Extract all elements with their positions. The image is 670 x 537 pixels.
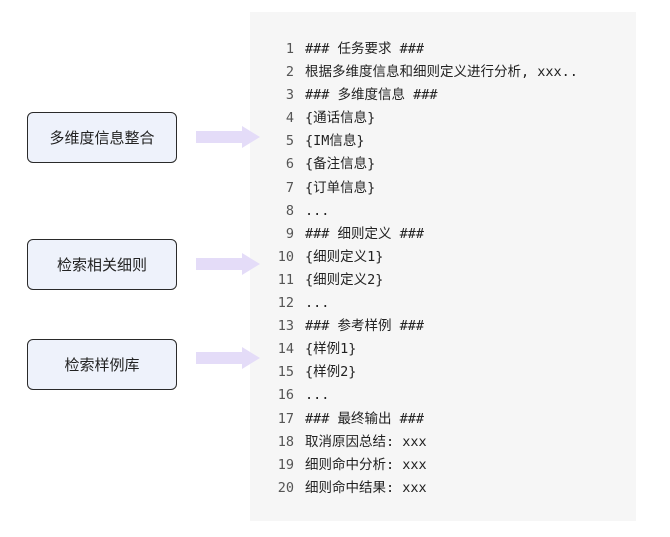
box-label: 检索相关细则 [56,256,147,274]
code-line: 3 ### 多维度信息 ### [270,84,578,107]
line-text: {订单信息} [305,179,376,196]
code-line: 8... [270,200,578,223]
arrow-right-icon [196,347,260,369]
retrieve-examples-box: 检索样例库 [27,339,177,390]
prompt-code-panel: 1 ### 任务要求 ### 2 根据多维度信息和细则定义进行分析, xxx.. 3 ##… [250,12,636,521]
line-number: 9 [285,225,294,242]
code-line: 11 {细则定义2} [270,269,578,292]
line-number: 18 [277,433,294,450]
line-number: 11 [277,271,294,288]
line-text: {细则定义1} [305,248,384,265]
line-text: 细则命中分析: xxx [305,456,427,473]
line-text: {细则定义2} [305,271,384,288]
code-line: 18 取消原因总结: xxx [270,431,578,454]
line-text: {通话信息} [305,110,376,127]
line-text: {样例1} [305,341,357,358]
line-number: 4 [285,110,294,127]
code-line: 4 {通话信息} [270,107,578,130]
line-text: 取消原因总结: xxx [305,433,427,450]
line-number: 8 [285,202,294,219]
line-text: ### 多维度信息 ### [305,87,438,104]
code-line: 14 {样例1} [270,338,578,361]
line-text: {备注信息} [305,156,376,173]
line-number: 14 [277,341,294,358]
code-line: 17 ### 最终输出 ### [270,408,578,431]
line-text: ### 细则定义 ### [305,225,425,242]
multi-dimension-info-box: 多维度信息整合 [27,112,177,163]
line-text: ### 最终输出 ### [305,410,425,427]
line-number: 19 [277,456,294,473]
line-number: 2 [285,64,294,81]
code-line: 19 细则命中分析: xxx [270,454,578,477]
code-line: 10 {细则定义1} [270,246,578,269]
code-lines: 1 ### 任务要求 ### 2 根据多维度信息和细则定义进行分析, xxx.. 3 ##… [270,38,578,500]
line-text: {样例2} [305,364,357,381]
line-text: 根据多维度信息和细则定义进行分析, xxx.. [305,64,578,81]
arrow-right-icon [196,126,260,148]
line-number: 20 [277,479,294,496]
line-number: 1 [285,41,294,57]
code-line: 7 {订单信息} [270,177,578,200]
line-text: ... [305,387,330,404]
arrow-right-icon [196,253,260,275]
line-number: 15 [277,364,294,381]
code-line: 6 {备注信息} [270,153,578,176]
code-line: 20 细则命中结果: xxx [270,477,578,500]
code-line: 1 ### 任务要求 ### [270,38,578,61]
line-number: 10 [277,248,294,265]
line-number: 12 [277,295,294,312]
line-text: ### 参考样例 ### [305,318,425,335]
line-number: 5 [285,133,294,150]
line-number: 16 [277,387,294,404]
code-line: 15 {样例2} [270,361,578,384]
retrieve-rules-box: 检索相关细则 [27,239,177,290]
code-line: 16... [270,384,578,407]
line-text: ... [305,202,330,219]
code-line: 13 ### 参考样例 ### [270,315,578,338]
line-text: {IM信息} [305,133,365,150]
box-label: 检索样例库 [64,356,140,374]
line-number: 6 [285,156,294,173]
line-number: 3 [285,87,294,104]
code-line: 2 根据多维度信息和细则定义进行分析, xxx.. [270,61,578,84]
line-number: 7 [285,179,294,196]
code-line: 12... [270,292,578,315]
line-number: 17 [277,410,294,427]
line-text: ### 任务要求 ### [305,41,425,57]
line-text: ... [305,295,330,312]
code-line: 5 {IM信息} [270,130,578,153]
box-label: 多维度信息整合 [49,129,155,147]
line-text: 细则命中结果: xxx [305,479,427,496]
line-number: 13 [277,318,294,335]
code-line: 9 ### 细则定义 ### [270,223,578,246]
